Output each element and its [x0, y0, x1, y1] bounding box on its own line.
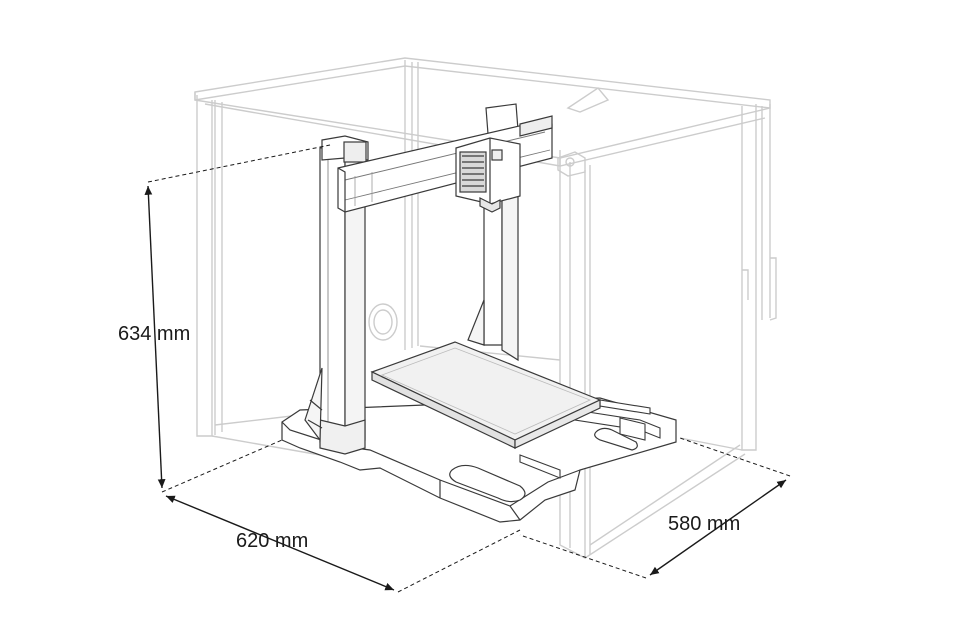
width-dimension-label: 620 mm [236, 530, 309, 552]
height-dimension-label: 634 mm [118, 323, 191, 345]
left-column [304, 135, 369, 455]
bed-rails [519, 399, 661, 479]
depth-dimension-arrow [649, 479, 787, 576]
printer-base [281, 397, 677, 523]
dimension-extension-lines [147, 144, 791, 593]
toolhead [455, 137, 521, 213]
height-dimension-arrow [144, 185, 166, 489]
depth-dimension-label: 580 mm [668, 513, 741, 535]
enclosure-frame [194, 57, 777, 560]
print-bed [370, 341, 602, 449]
width-dimension-arrow [165, 495, 395, 591]
dimension-arrows [144, 185, 787, 591]
